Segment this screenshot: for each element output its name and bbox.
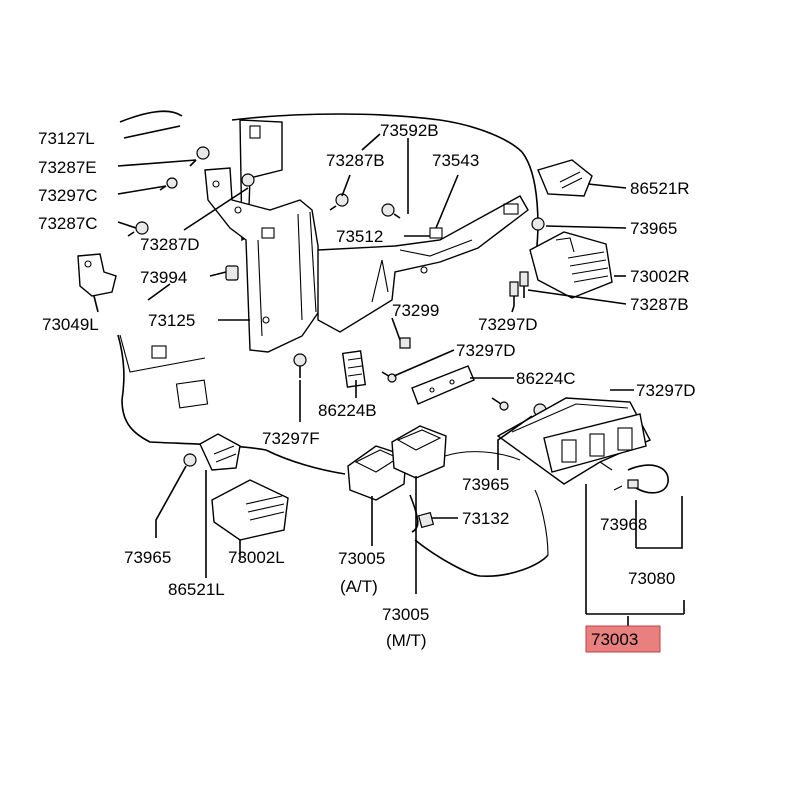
beam-73512 xyxy=(317,195,529,333)
strip-86224B xyxy=(341,350,367,388)
label-73080: 73080 xyxy=(628,569,675,588)
screw-73965-left xyxy=(183,453,197,467)
screw-73592B xyxy=(381,203,401,219)
label-86224B: 86224B xyxy=(318,401,377,420)
cable-73080 xyxy=(613,464,669,494)
screw-73297D-b xyxy=(381,371,397,383)
highlight-73003 xyxy=(585,625,661,653)
vent-86521L xyxy=(199,433,241,471)
label-73049L: 73049L xyxy=(42,315,99,334)
screw-73297C xyxy=(159,177,178,191)
label-73125: 73125 xyxy=(148,311,195,330)
clip-73132 xyxy=(417,511,435,529)
clip-73299 xyxy=(399,337,411,349)
clip-73994 xyxy=(225,265,239,281)
label-73297D-b: 73297D xyxy=(456,341,516,360)
label-73297D-a: 73297D xyxy=(478,315,538,334)
label-73297D-c: 73297D xyxy=(636,381,696,400)
label-mt-note: (M/T) xyxy=(386,631,427,650)
screw-73287D xyxy=(241,173,255,187)
fasteners xyxy=(77,146,547,529)
label-73297F: 73297F xyxy=(262,429,320,448)
label-73965-right: 73965 xyxy=(630,219,677,238)
label-73592B: 73592B xyxy=(380,121,439,140)
vent-73002R xyxy=(529,231,613,299)
label-86521R: 86521R xyxy=(630,179,690,198)
label-73287B-right: 73287B xyxy=(630,295,689,314)
label-86224C: 86224C xyxy=(516,369,576,388)
screw-73287E xyxy=(189,146,210,167)
label-73965-mid: 73965 xyxy=(462,475,509,494)
label-73005-at: 73005 xyxy=(338,549,385,568)
leader-lines xyxy=(93,125,685,628)
label-73287C: 73287C xyxy=(38,214,98,233)
vent-73002L xyxy=(211,479,289,541)
strip-86224C xyxy=(411,365,475,405)
label-73003: 73003 xyxy=(591,630,638,649)
bracket-73049L xyxy=(77,253,117,297)
label-73287E: 73287E xyxy=(38,158,97,177)
part-labels: 73127L 73287E 73297C 73287C 73287D 73994… xyxy=(38,121,696,650)
label-73297C: 73297C xyxy=(38,186,98,205)
screw-73287C xyxy=(127,221,149,237)
label-73965-left: 73965 xyxy=(124,548,171,567)
screw-73965-right xyxy=(531,217,545,231)
label-73127L: 73127L xyxy=(38,129,95,148)
label-73512: 73512 xyxy=(336,227,383,246)
bracket-73125 xyxy=(204,119,321,353)
label-73287B-top: 73287B xyxy=(326,151,385,170)
label-at-note: (A/T) xyxy=(340,577,378,596)
label-86521L: 86521L xyxy=(168,580,225,599)
label-73005-mt: 73005 xyxy=(382,605,429,624)
label-73002L: 73002L xyxy=(228,548,285,567)
label-73299: 73299 xyxy=(392,301,439,320)
label-73132: 73132 xyxy=(462,509,509,528)
label-73287D: 73287D xyxy=(140,235,200,254)
box-73005-mt xyxy=(391,425,447,479)
label-73994: 73994 xyxy=(140,268,187,287)
label-73968: 73968 xyxy=(600,515,647,534)
screws-right-pair xyxy=(509,271,529,306)
label-73543: 73543 xyxy=(432,151,479,170)
center-register-73003 xyxy=(496,397,651,485)
instrument-panel-outline xyxy=(117,110,549,577)
label-73002R: 73002R xyxy=(630,267,690,286)
screw-73297F xyxy=(293,353,307,378)
screw-73297D-c xyxy=(491,397,509,411)
vent-86521R xyxy=(537,159,593,197)
screw-73287B-top xyxy=(329,193,349,211)
